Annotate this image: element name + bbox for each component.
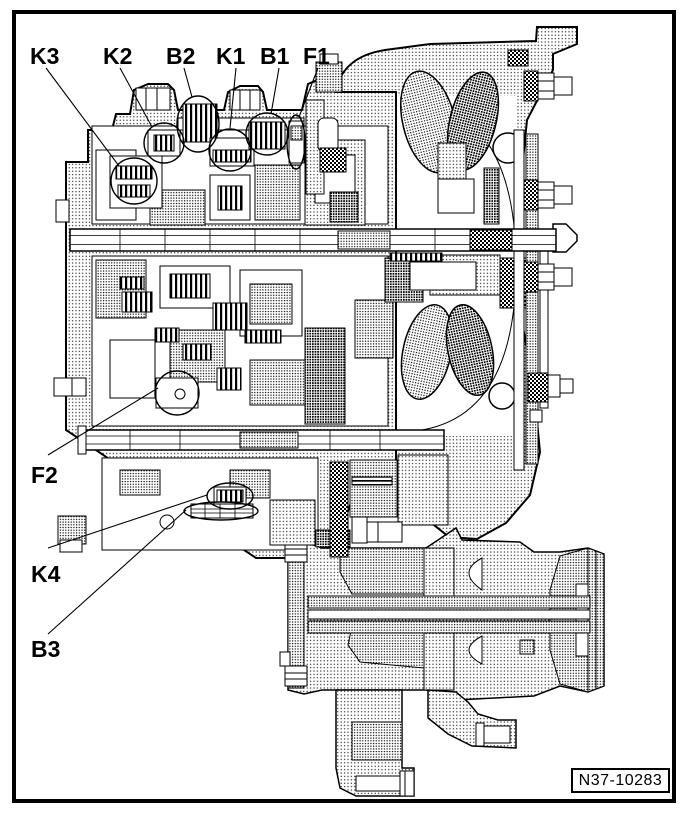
callout-label-k3: K3 [30, 43, 60, 69]
callout-ellipse-k2 [143, 122, 185, 164]
leader-line-k4 [47, 494, 208, 549]
callout-target-parts [109, 103, 305, 519]
left-bolt [53, 377, 87, 397]
clutch-k2-pack [153, 134, 175, 152]
callout-ellipse-b2 [176, 95, 220, 153]
leader-line-k1 [229, 67, 237, 129]
brake-b2-pack [182, 103, 218, 143]
leader-line-b3 [47, 509, 187, 635]
callout-label-b3: B3 [31, 636, 61, 662]
converter-hub-lower [488, 382, 516, 410]
callout-label-k1: K1 [216, 43, 246, 69]
callout-ellipse-f1 [286, 114, 306, 170]
leader-line-k2 [119, 67, 153, 128]
callout-ellipse-k4 [206, 482, 254, 510]
impeller-lower [445, 304, 495, 396]
leader-line-b2 [183, 67, 193, 98]
drive-shaft-band-upper [307, 595, 591, 609]
figure-reference-box: N37-10283 [571, 768, 670, 793]
callout-label-f1: F1 [303, 43, 330, 69]
top-bolt-right [229, 89, 261, 111]
flange-bolt-1 [523, 70, 573, 102]
flange-bolt-2 [523, 179, 573, 211]
flange-bolt-4 [527, 372, 574, 403]
clutch-k3-pack [115, 165, 153, 180]
callout-ellipse-f2 [154, 370, 200, 416]
callout-label-f2: F2 [31, 462, 58, 488]
differential-case-upper [423, 547, 455, 599]
output-shaft [77, 425, 445, 455]
drive-shaft-band-lower [307, 620, 591, 634]
callout-ellipse-k3 [110, 157, 158, 205]
brake-b3-pack [190, 503, 254, 519]
left-tab-upper [55, 199, 70, 223]
final-drive-assembly [279, 526, 605, 797]
top-bolt-left [135, 87, 171, 111]
differential-case-lower [423, 623, 455, 691]
arm-bolt [481, 725, 511, 744]
callout-label-k4: K4 [31, 561, 61, 587]
callout-label-b1: B1 [260, 43, 290, 69]
callout-marks [45, 67, 319, 635]
callout-ellipse-b3 [183, 501, 259, 521]
drive-shaft-band-center [307, 609, 591, 620]
clutch-k1-pack [212, 149, 252, 163]
figure-reference-text: N37-10283 [578, 771, 663, 789]
callout-ellipse-k1 [208, 128, 252, 172]
leader-line-b1 [270, 67, 280, 115]
callout-label-b2: B2 [166, 43, 196, 69]
bell-housing-flange [507, 49, 578, 471]
flange-bolt-3 [523, 261, 573, 293]
main-shaft [69, 228, 557, 252]
leader-line-f2 [47, 387, 159, 456]
leader-line-k3 [45, 67, 120, 167]
bottom-bolt [355, 775, 403, 792]
housing-fasteners [53, 53, 343, 553]
brake-b1-pack [248, 121, 286, 150]
callout-label-k2: K2 [103, 43, 133, 69]
leader-line-f1 [298, 67, 319, 118]
shaft-end-cone [552, 223, 578, 253]
